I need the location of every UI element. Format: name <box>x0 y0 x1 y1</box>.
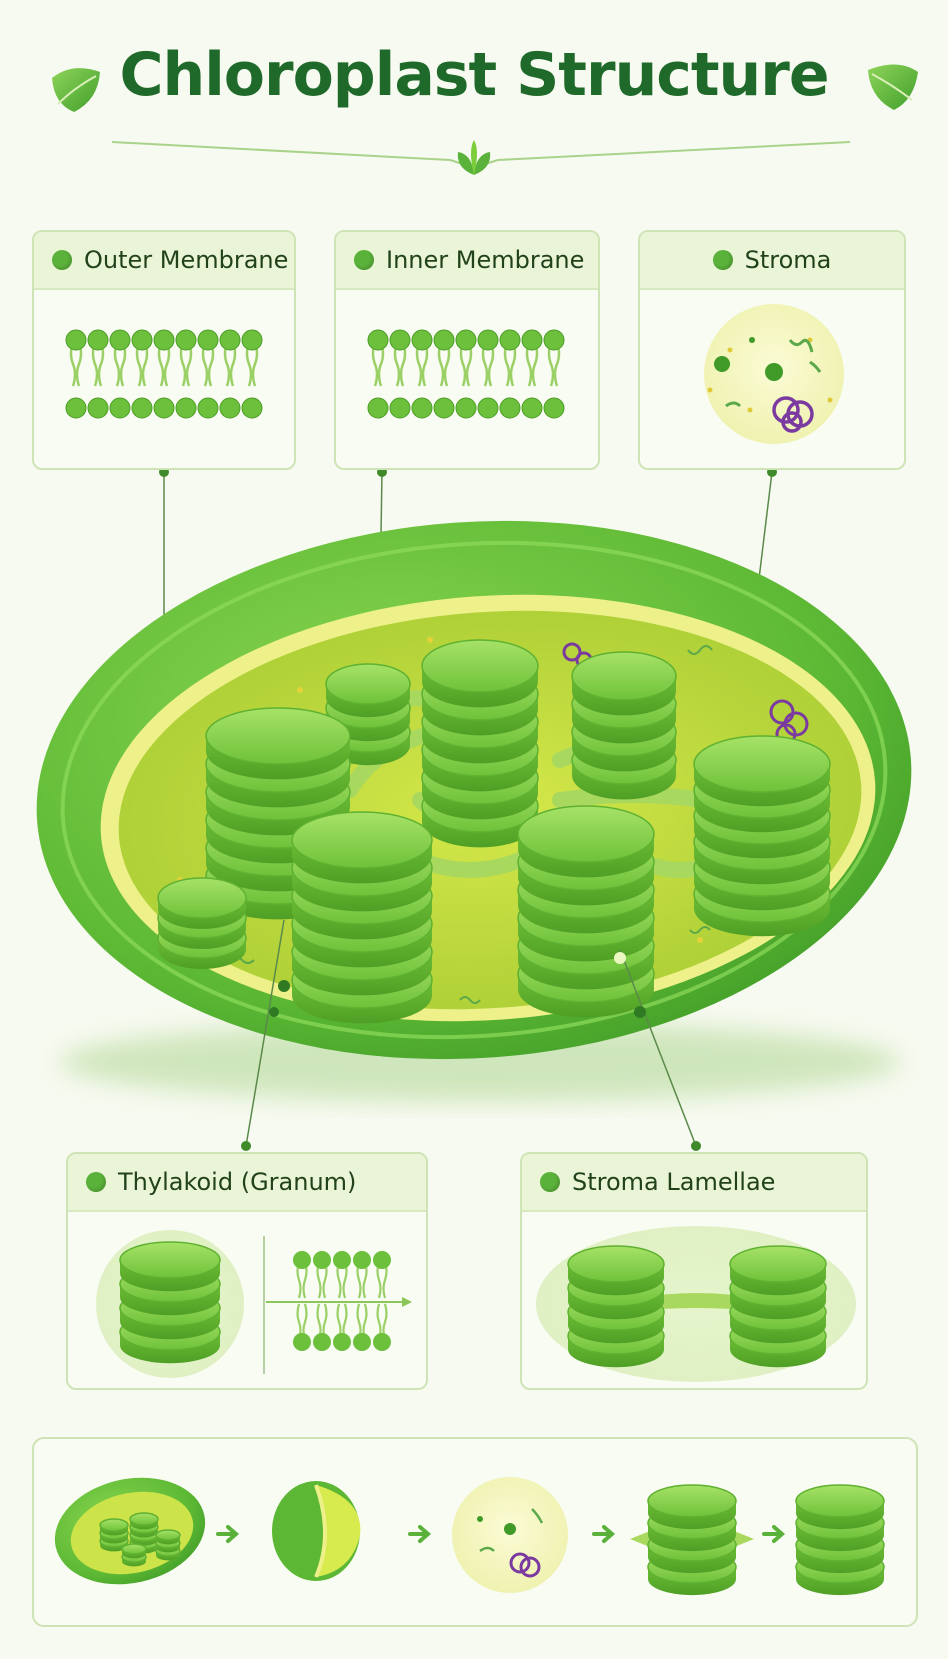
bullet-dot-icon <box>86 1172 106 1192</box>
granum-stack <box>122 1544 146 1566</box>
arrow-right-icon <box>764 1527 782 1541</box>
granum-stack <box>120 1242 220 1363</box>
stroma-label: Stroma <box>745 246 832 274</box>
inner-membrane-card: Inner Membrane <box>334 230 600 470</box>
lamellae-pointer <box>614 952 626 964</box>
bullet-dot-icon <box>713 250 733 270</box>
card-header: Inner Membrane <box>336 232 598 290</box>
granum-stack <box>292 812 432 1023</box>
card-header: Stroma <box>640 232 904 290</box>
stroma-lamellae-card: Stroma Lamellae <box>520 1152 868 1390</box>
thylakoid-membrane-icon <box>266 1251 412 1351</box>
arrow-right-icon <box>218 1527 236 1541</box>
card-header: Outer Membrane <box>34 232 294 290</box>
bullet-dot-icon <box>354 250 374 270</box>
mini-lamellae-icon <box>796 1485 884 1595</box>
outer-membrane-label: Outer Membrane <box>84 246 288 274</box>
mini-stroma-icon <box>452 1477 568 1593</box>
bullet-dot-icon <box>540 1172 560 1192</box>
card-header: Thylakoid (Granum) <box>68 1154 426 1212</box>
granum-stack <box>730 1246 826 1367</box>
granum-stack <box>568 1246 664 1367</box>
stroma-lamellae-label: Stroma Lamellae <box>572 1168 775 1196</box>
arrow-right-icon <box>594 1527 612 1541</box>
bullet-dot-icon <box>52 250 72 270</box>
card-header: Stroma Lamellae <box>522 1154 866 1212</box>
stroma-card: Stroma <box>638 230 906 470</box>
granum-stack <box>156 1530 180 1560</box>
mini-membrane-icon <box>272 1481 360 1581</box>
outer-membrane-card: Outer Membrane <box>32 230 296 470</box>
sprout-icon <box>458 140 490 175</box>
granum-detail-icon <box>68 1212 428 1390</box>
lipid-bilayer-icon <box>34 290 296 470</box>
page-title: Chloroplast Structure <box>0 40 948 110</box>
granum-stack <box>796 1485 884 1595</box>
granum-stack <box>572 652 676 799</box>
overview-sequence-panel <box>32 1437 918 1627</box>
granum-stack <box>422 640 538 847</box>
lamellae-detail-icon <box>522 1212 868 1390</box>
mini-granum-icon <box>630 1485 754 1595</box>
chloroplast-illustration <box>18 492 929 1088</box>
arrow-right-icon <box>410 1527 428 1541</box>
mini-chloroplast-icon <box>45 1464 215 1597</box>
thylakoid-label: Thylakoid (Granum) <box>118 1168 356 1196</box>
granum-stack <box>648 1485 736 1595</box>
thylakoid-pointer <box>278 980 290 992</box>
stroma-sample-icon <box>640 290 906 470</box>
thylakoid-card: Thylakoid (Granum) <box>66 1152 428 1390</box>
granum-stack <box>694 736 830 936</box>
structure-sequence <box>34 1439 920 1629</box>
granum-stack <box>158 878 246 969</box>
inner-membrane-label: Inner Membrane <box>386 246 584 274</box>
lipid-bilayer-icon <box>336 290 600 470</box>
